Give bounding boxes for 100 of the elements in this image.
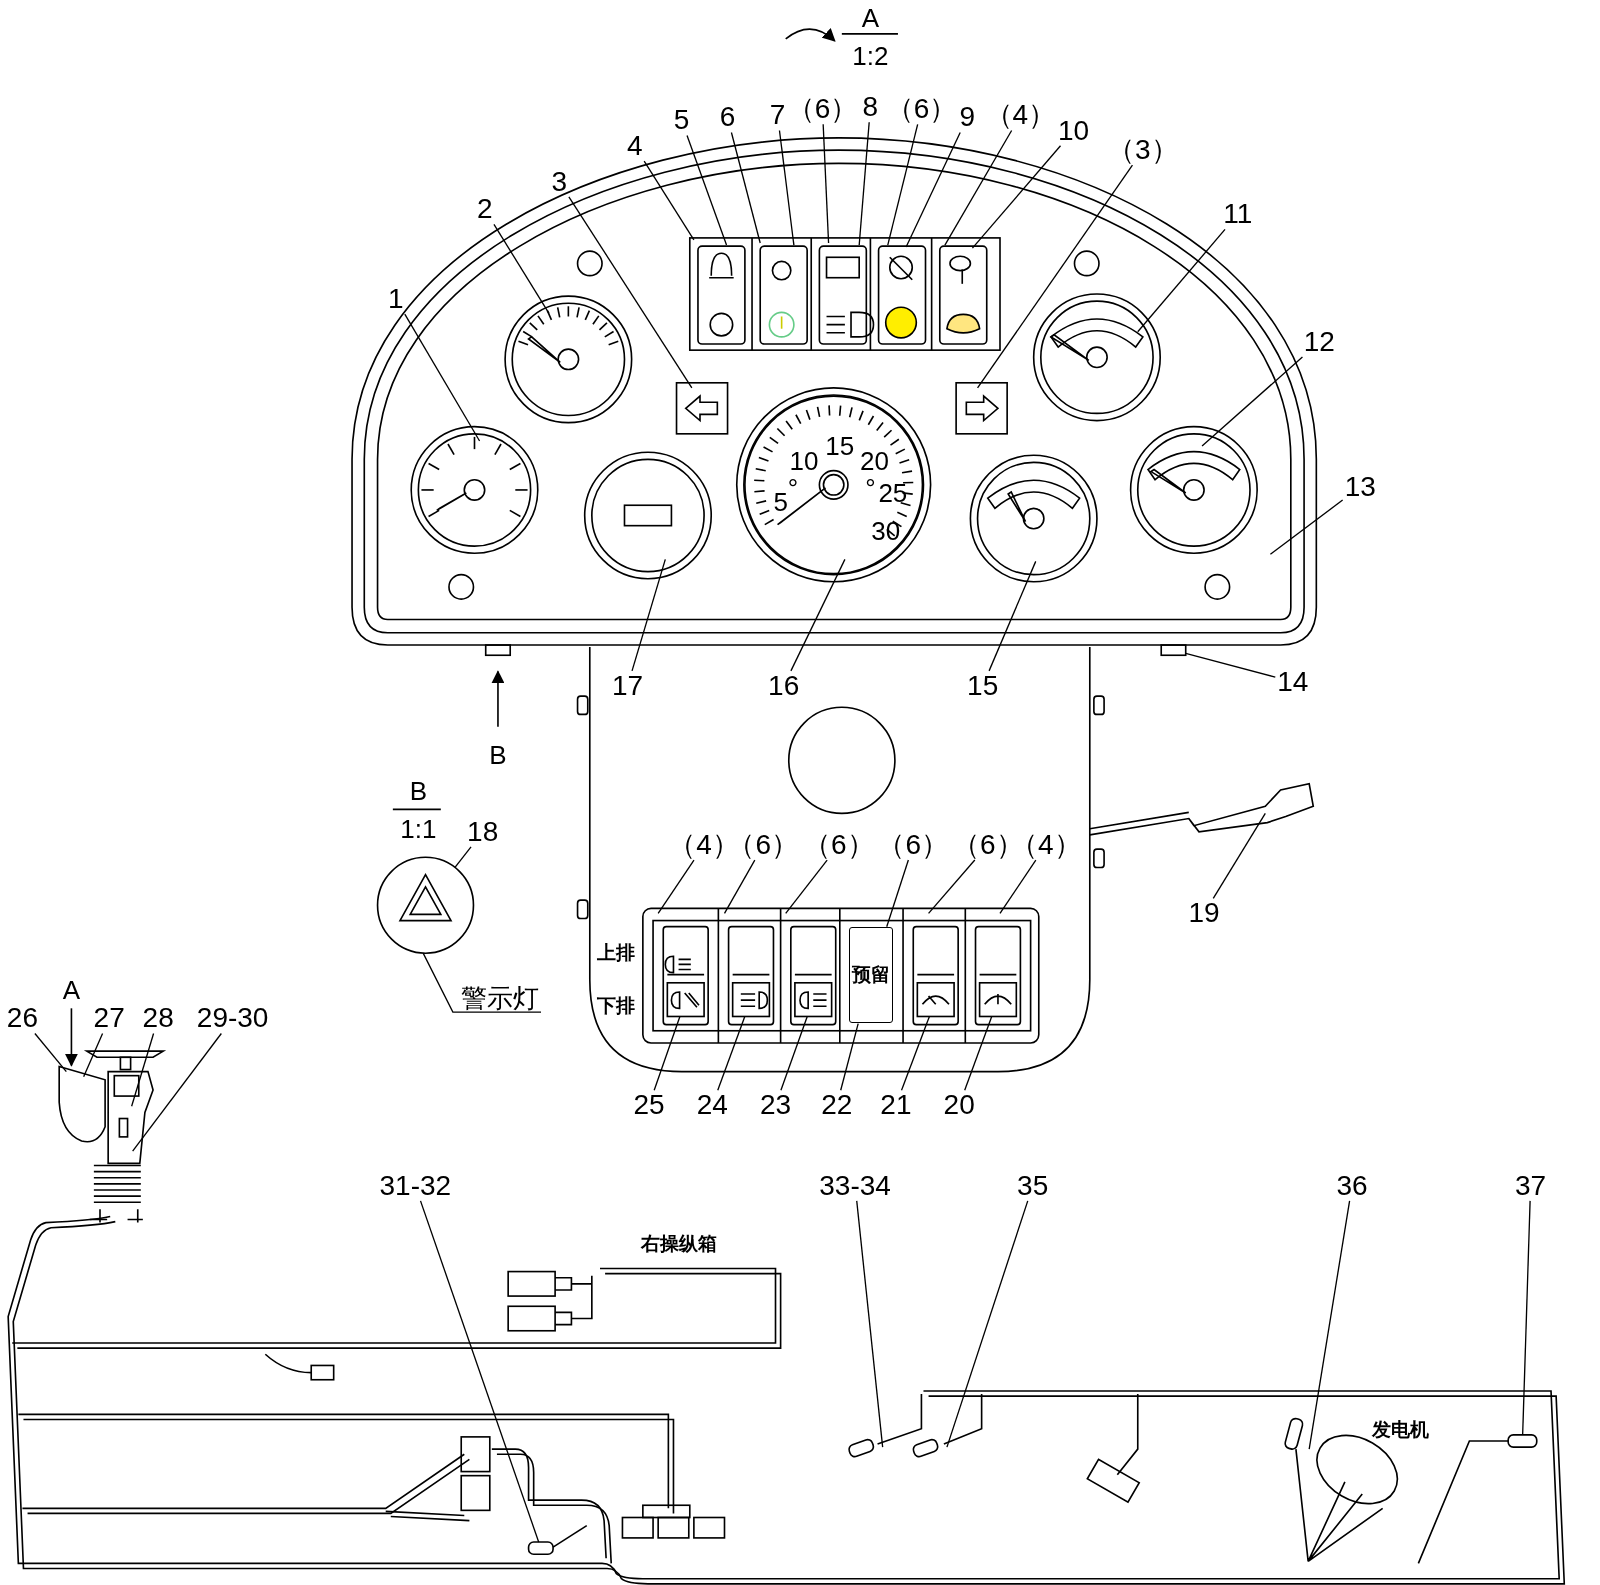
callout-number: 11 bbox=[1223, 200, 1253, 229]
leader-line bbox=[840, 1022, 859, 1091]
hazard-switch-drawing bbox=[376, 856, 475, 955]
sensor-part bbox=[527, 1541, 554, 1556]
callout-number: 21 bbox=[880, 1091, 912, 1120]
leader-line bbox=[971, 145, 1062, 249]
leader-line bbox=[780, 1015, 808, 1091]
callout-number: 7 bbox=[769, 101, 786, 130]
leader-line bbox=[999, 859, 1037, 915]
leader-line bbox=[946, 1200, 1029, 1448]
dial-number: 20 bbox=[860, 448, 889, 475]
leader-line bbox=[905, 131, 961, 248]
callout-number: 4 bbox=[626, 131, 643, 160]
leader-line bbox=[653, 1015, 681, 1091]
callout-number: 26 bbox=[6, 1004, 38, 1033]
view-label: A bbox=[861, 5, 880, 32]
callout-number: （6） bbox=[786, 95, 859, 124]
leader-line bbox=[790, 558, 846, 672]
switch-symbol-frame bbox=[794, 982, 833, 1018]
callout-number: 25 bbox=[633, 1091, 665, 1120]
callout-number: 10 bbox=[1057, 116, 1090, 145]
leader-line bbox=[944, 129, 1013, 246]
leader-line bbox=[631, 558, 666, 672]
leader-line bbox=[643, 160, 695, 241]
leader-line bbox=[1185, 652, 1276, 678]
leader-line bbox=[1308, 1200, 1351, 1450]
leader-line bbox=[976, 164, 1134, 389]
leader-line bbox=[686, 134, 728, 246]
leader-line bbox=[404, 313, 481, 442]
callout-number: 13 bbox=[1344, 472, 1376, 501]
leader-line bbox=[964, 1015, 993, 1091]
part-name: 警示灯 bbox=[461, 984, 539, 1011]
callout-number: 20 bbox=[943, 1091, 975, 1120]
leader-line bbox=[927, 859, 976, 915]
dial-number: 15 bbox=[825, 432, 855, 459]
leader-line bbox=[568, 196, 693, 389]
switch-symbol-frame bbox=[978, 982, 1018, 1018]
callout-number: （4） bbox=[984, 101, 1057, 130]
dial-number: 10 bbox=[789, 448, 819, 475]
callout-number: 8 bbox=[862, 93, 879, 122]
callout-number: 19 bbox=[1188, 899, 1220, 928]
callout-number: （6） bbox=[885, 95, 958, 124]
leader-line bbox=[988, 560, 1037, 672]
callout-number: （6） bbox=[803, 830, 875, 859]
leader-line bbox=[856, 1200, 884, 1448]
dial-number: 25 bbox=[878, 479, 908, 506]
leader-line bbox=[1137, 228, 1226, 333]
callout-number: 16 bbox=[768, 671, 800, 700]
switch-symbol-frame bbox=[666, 982, 705, 1018]
callout-number: 18 bbox=[467, 817, 499, 846]
callout-number: 15 bbox=[967, 671, 999, 700]
leader-line bbox=[730, 131, 761, 244]
row-label: 下排 bbox=[597, 995, 636, 1015]
view-label: B bbox=[409, 777, 428, 804]
scale-label: 1:2 bbox=[852, 43, 889, 70]
callout-number: （6） bbox=[877, 830, 950, 859]
leader-line bbox=[822, 123, 830, 244]
callout-number: 33-34 bbox=[819, 1171, 891, 1200]
view-label: A bbox=[62, 976, 81, 1003]
leader-line bbox=[493, 223, 550, 315]
callout-number: 3 bbox=[551, 167, 567, 196]
dial-degree-mark: ° bbox=[865, 474, 876, 501]
leader-line bbox=[858, 121, 870, 246]
scale-label: 1:1 bbox=[400, 815, 437, 842]
callout-number: 35 bbox=[1017, 1171, 1049, 1200]
callout-number: 23 bbox=[759, 1091, 792, 1120]
leader-line bbox=[785, 859, 828, 915]
leader-line bbox=[657, 859, 695, 915]
callout-number: 28 bbox=[142, 1004, 174, 1033]
callout-number: 17 bbox=[611, 671, 644, 700]
rocker-switch: 预留 bbox=[848, 926, 893, 1024]
dial-number: 5 bbox=[773, 489, 788, 516]
switch-symbol-frame bbox=[916, 982, 955, 1018]
callout-number: 37 bbox=[1515, 1171, 1547, 1200]
callout-number: 6 bbox=[719, 103, 736, 132]
leader-line bbox=[34, 1032, 67, 1073]
callout-number: 36 bbox=[1336, 1171, 1368, 1200]
leader-line bbox=[83, 1032, 104, 1078]
callout-number: 27 bbox=[93, 1004, 125, 1033]
area-label: 右操纵箱 bbox=[640, 1233, 717, 1253]
callout-number: 24 bbox=[696, 1091, 728, 1120]
leader-line bbox=[422, 952, 542, 1013]
leader-line bbox=[900, 1015, 931, 1091]
leader-line bbox=[723, 859, 756, 915]
callout-number: 5 bbox=[673, 106, 690, 135]
leader-line bbox=[1212, 812, 1266, 900]
leader-line bbox=[132, 1032, 222, 1152]
callout-number: 12 bbox=[1303, 327, 1335, 356]
leader-line bbox=[1201, 356, 1304, 447]
callout-number: 31-32 bbox=[379, 1171, 452, 1200]
leader-line bbox=[717, 1015, 746, 1091]
sensor-part bbox=[1507, 1434, 1538, 1448]
leader-line bbox=[1522, 1200, 1531, 1436]
callout-number: （3） bbox=[1107, 136, 1179, 164]
leader-line bbox=[454, 846, 472, 869]
callout-number: 1 bbox=[388, 284, 404, 313]
callout-number: 14 bbox=[1277, 667, 1309, 696]
leader-line bbox=[1269, 499, 1344, 555]
leader-line bbox=[419, 1200, 540, 1543]
view-label: B bbox=[489, 742, 507, 769]
